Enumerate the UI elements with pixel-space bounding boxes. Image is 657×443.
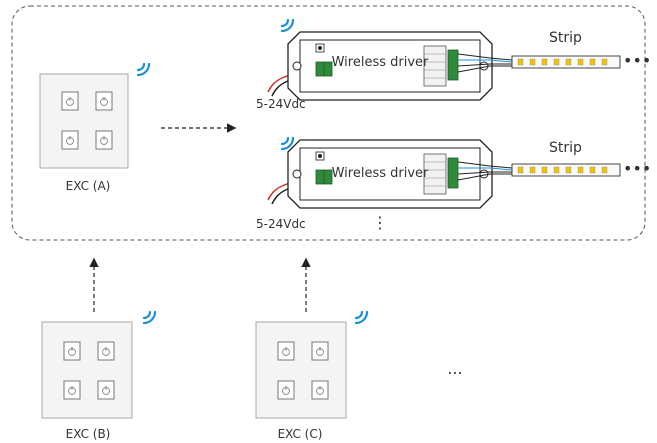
keypad-a-button-4 — [95, 130, 113, 150]
keypad-a-button-2 — [95, 91, 113, 111]
keypad-exc-a — [39, 62, 151, 169]
keypad-c-button-3 — [277, 380, 295, 400]
keypad-a-button-3 — [61, 130, 79, 150]
wireless-signal-icon — [280, 136, 295, 151]
led-strip-1 — [511, 55, 621, 69]
driver-row-1 — [267, 18, 513, 101]
led-strip-2 — [511, 163, 621, 177]
wireless-signal-icon — [354, 310, 369, 325]
strip-label-2: Strip — [549, 140, 582, 156]
keypad-exc-b — [41, 310, 157, 419]
keypad-a-button-1 — [61, 91, 79, 111]
system-group-border — [11, 5, 646, 241]
wireless-signal-icon — [142, 310, 157, 325]
keypad-c-button-4 — [311, 380, 329, 400]
keypad-c-button-2 — [311, 341, 329, 361]
driver-row-2 — [267, 136, 513, 209]
label-exc-a: EXC (A) — [66, 179, 111, 193]
keypad-b-button-2 — [97, 341, 115, 361]
keypad-b-button-4 — [97, 380, 115, 400]
keypad-b-button-3 — [63, 380, 81, 400]
driver-label-1: Wireless driver — [332, 55, 429, 70]
label-exc-b: EXC (B) — [66, 427, 111, 441]
more-keypads-ellipsis: ... — [447, 359, 462, 378]
keypad-b-button-1 — [63, 341, 81, 361]
voltage-label-1: 5-24Vdc — [256, 97, 306, 111]
wireless-signal-icon — [280, 18, 295, 33]
strip-ellipsis-1: ••• — [623, 51, 651, 70]
label-exc-c: EXC (C) — [278, 427, 323, 441]
strip-ellipsis-2: ••• — [623, 159, 651, 178]
strip-label-1: Strip — [549, 30, 582, 46]
wireless-signal-icon — [136, 62, 151, 77]
keypad-exc-c — [255, 310, 369, 419]
driver-label-2: Wireless driver — [332, 166, 429, 181]
more-drivers-ellipsis: ⋮ — [372, 213, 388, 232]
keypad-c-button-1 — [277, 341, 295, 361]
voltage-label-2: 5-24Vdc — [256, 217, 306, 231]
